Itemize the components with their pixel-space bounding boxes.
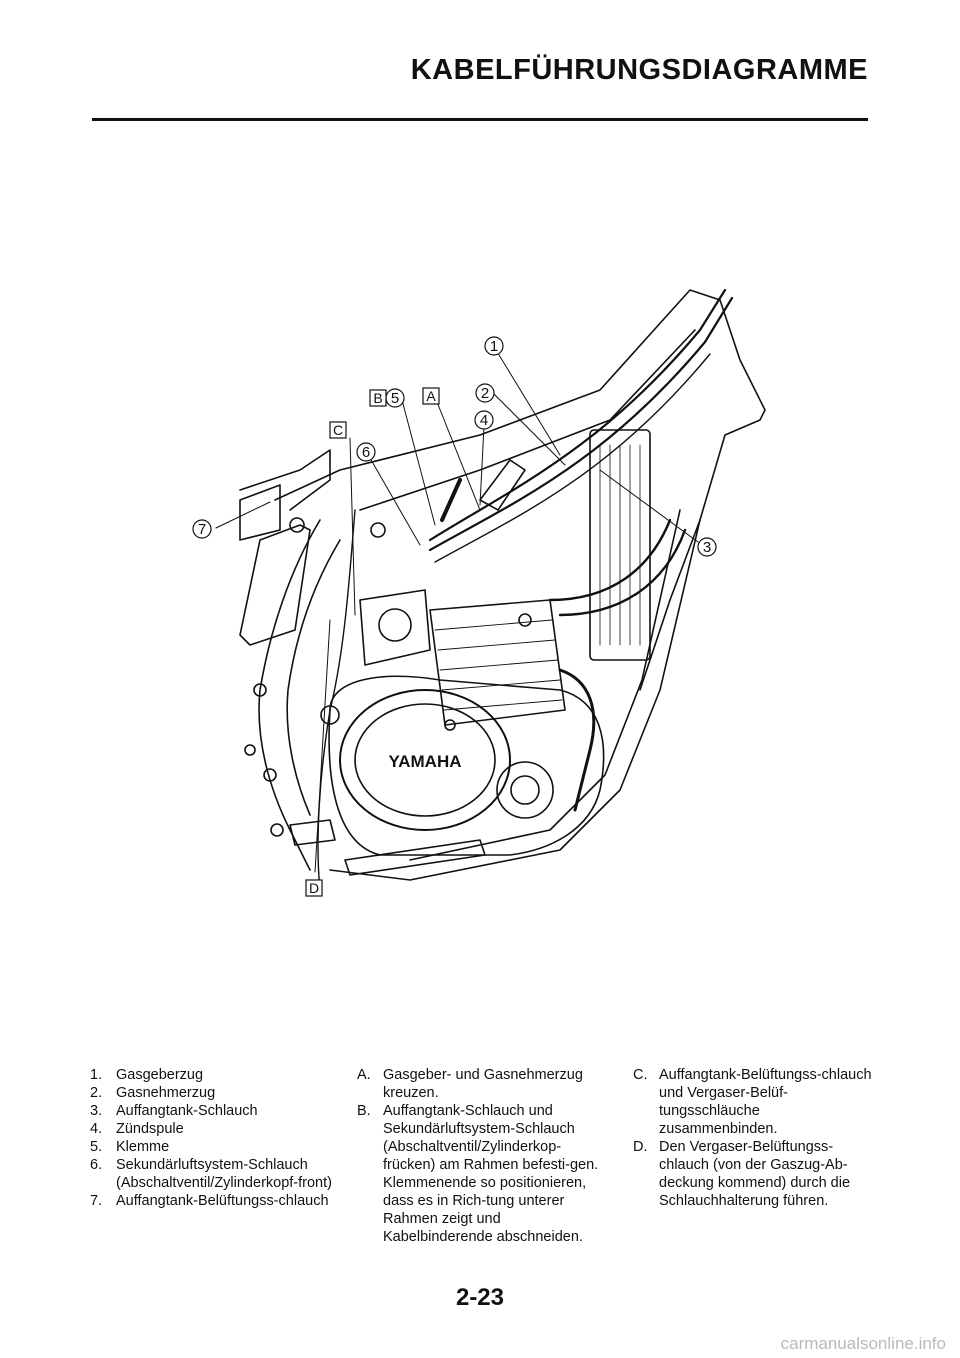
radiator-hose <box>558 668 596 812</box>
svg-text:3: 3 <box>703 539 711 556</box>
exhaust-pipe <box>548 518 672 602</box>
legend-item: 5.Klemme <box>90 1139 170 1155</box>
svg-text:A: A <box>426 388 436 404</box>
legend-item: C.Auffangtank-Belüftungss-chlauch und Ve… <box>633 1067 872 1137</box>
engine-cover-text: YAMAHA <box>388 752 461 771</box>
svg-text:5: 5 <box>391 390 399 407</box>
svg-text:D: D <box>309 880 319 896</box>
water-pump <box>496 761 554 819</box>
carburetor <box>359 589 431 666</box>
callout-D: D <box>305 879 323 897</box>
frame-rear-loop <box>258 519 321 871</box>
overflow-hose <box>317 509 356 891</box>
frame-top-tube <box>274 289 766 691</box>
rear-subframe <box>239 449 331 511</box>
svg-text:6: 6 <box>362 444 370 461</box>
svg-text:1: 1 <box>490 338 498 355</box>
callout-1: 1 <box>484 336 504 356</box>
callout-4: 4 <box>474 410 494 430</box>
callout-A: A <box>422 387 440 405</box>
svg-text:B: B <box>373 390 382 406</box>
legend-item: 7.Auffangtank-Belüftungss-chlauch <box>90 1193 329 1209</box>
cable-bundle <box>428 288 727 542</box>
legend-item: B.Auffangtank-Schlauch und Sekundärlufts… <box>357 1103 599 1245</box>
svg-text:2: 2 <box>481 385 489 402</box>
legend-item: 6.Sekundärluftsystem-Schlauch (Abschaltv… <box>90 1157 332 1191</box>
callout-2: 2 <box>475 383 495 403</box>
callout-3: 3 <box>697 537 717 557</box>
crankcase <box>328 675 605 856</box>
callout-C: C <box>329 421 347 439</box>
callout-7: 7 <box>192 519 212 539</box>
legend-item: D.Den Vergaser-Belüftungss-chlauch (von … <box>633 1139 851 1209</box>
legend-item: 2.Gasnehmerzug <box>90 1085 216 1101</box>
callout-6: 6 <box>356 442 376 462</box>
cable-routing-diagram: YAMAHA 1 2 3 4 5 <box>180 270 800 920</box>
callout-5: 5 <box>385 388 405 408</box>
legend-item: 3.Auffangtank-Schlauch <box>90 1103 258 1119</box>
svg-text:7: 7 <box>198 521 206 538</box>
legend-item: A.Gasgeber- und Gasnehmerzug kreuzen. <box>357 1067 583 1101</box>
frame-down-tube <box>329 519 701 881</box>
legend-letters-cd: C.Auffangtank-Belüftungss-chlauch und Ve… <box>633 1066 873 1210</box>
airbox <box>239 524 311 646</box>
page-title: KABELFÜHRUNGSDIAGRAMME <box>410 54 868 86</box>
frame-top-tube-inner <box>359 329 696 511</box>
legend-numbers: 1.Gasgeberzug 2.Gasnehmerzug 3.Auffangta… <box>90 1066 340 1210</box>
title-rule <box>92 118 868 121</box>
cylinder <box>429 599 566 726</box>
foot-peg <box>289 819 336 846</box>
watermark: carmanualsonline.info <box>780 1334 946 1353</box>
legend-item: 4.Zündspule <box>90 1121 184 1137</box>
radiator <box>589 429 651 661</box>
motorcycle-line-drawing: YAMAHA 1 2 3 4 5 <box>192 288 766 897</box>
page-number: 2-23 <box>455 1284 505 1311</box>
legend-letters-ab: A.Gasgeber- und Gasnehmerzug kreuzen. B.… <box>357 1066 612 1246</box>
skid-plate <box>344 839 486 876</box>
leader-lines <box>215 349 699 873</box>
callout-B: B <box>369 389 387 407</box>
legend-item: 1.Gasgeberzug <box>90 1067 204 1083</box>
svg-text:C: C <box>333 422 343 438</box>
clutch-cover <box>339 689 511 831</box>
svg-text:4: 4 <box>480 412 488 429</box>
